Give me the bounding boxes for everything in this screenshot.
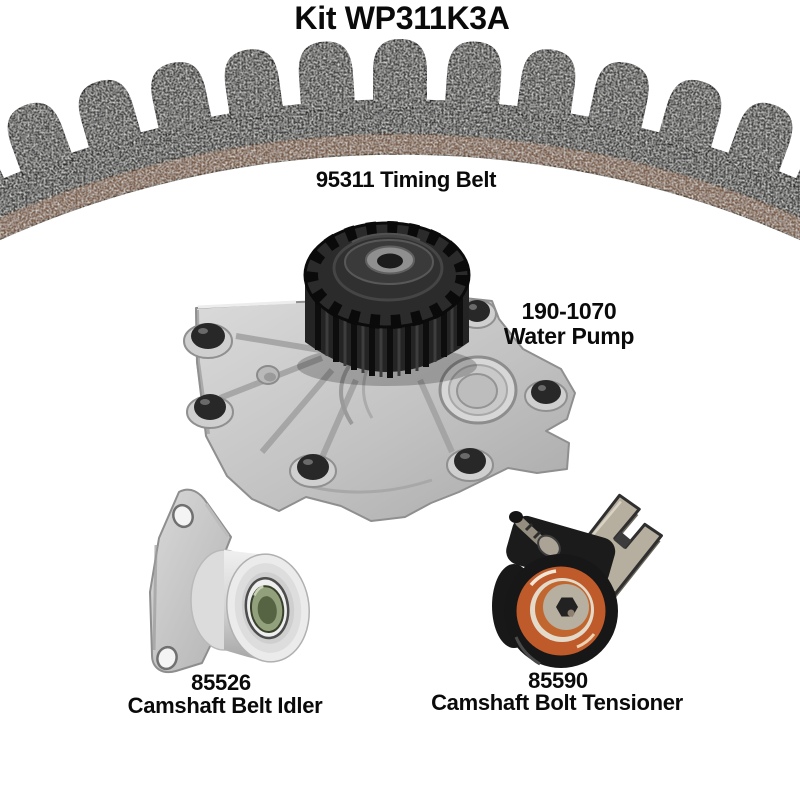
timing-belt-label: 95311 Timing Belt [315,167,497,192]
idler-part-number: 85526 [191,670,251,695]
water-pump-illustration [183,296,576,522]
pump-bolt-holes [183,299,568,488]
idler-illustration [149,488,310,674]
kit-title: Kit WP311K3A [294,0,510,36]
pump-port [438,355,518,425]
idler-bearing-face [226,553,310,663]
tensioner-name-label: Camshaft Bolt Tensioner [431,690,683,715]
tensioner-stud [509,511,561,558]
water-pump-label-line1: 190-1070 [521,298,617,324]
idler-name-label: Camshaft Belt Idler [127,693,323,718]
tensioner-part-number: 85590 [528,668,588,693]
tensioner-illustration [492,493,663,668]
water-pump-label-line2: Water Pump [503,323,635,349]
sprocket [303,221,471,378]
water-pump-label: 190-1070 Water Pump [503,298,635,349]
timing-belt-illustration [0,38,800,241]
